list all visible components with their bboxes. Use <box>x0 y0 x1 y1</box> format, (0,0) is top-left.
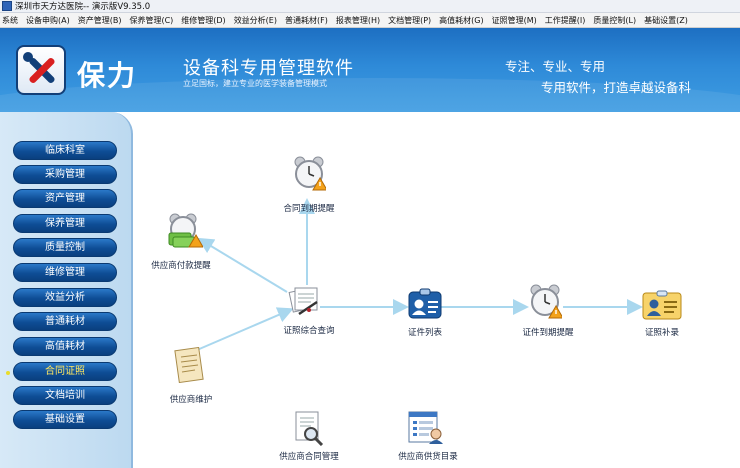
menu-document-management[interactable]: 文档管理(P) <box>388 15 432 25</box>
contract-expiry-label: 合同到期提醒 <box>283 204 335 214</box>
brand-name: 保力 <box>77 59 138 92</box>
notebook-icon <box>174 347 204 383</box>
menu-maintenance-management[interactable]: 保养管理(C) <box>129 15 174 25</box>
arrow-to-supplier-payment <box>197 237 288 293</box>
menu-quality-control[interactable]: 质量控制(L) <box>593 15 637 25</box>
window-titlebar: 深圳市天方达医院-- 演示版V9.35.0 <box>0 0 740 13</box>
menu-report-management[interactable]: 报表管理(H) <box>335 15 381 25</box>
logo <box>16 45 66 95</box>
sidebar-item-procurement[interactable]: 采购管理 <box>13 165 117 184</box>
license-list-label: 证件列表 <box>407 328 443 338</box>
menu-bar: 系统 设备申购(A) 资产管理(B) 保养管理(C) 维修管理(D) 效益分析(… <box>0 13 740 28</box>
sidebar-item-clinical-departments[interactable]: 临床科室 <box>13 141 117 160</box>
workflow-arrows <box>196 198 643 351</box>
app-icon <box>2 1 12 11</box>
supplier-payment-label: 供应商付款提醒 <box>151 261 211 271</box>
menu-license-management[interactable]: 证照管理(M) <box>491 15 537 25</box>
menu-work-reminders[interactable]: 工作提醒(I) <box>544 15 586 25</box>
menu-equipment-purchase[interactable]: 设备申购(A) <box>26 15 70 25</box>
sidebar-item-contracts-licenses[interactable]: 合同证照 <box>13 362 117 381</box>
license-supplement-label: 证照补录 <box>644 328 680 338</box>
license-query-label: 证照综合查询 <box>283 326 335 336</box>
sidebar-item-general-consumables[interactable]: 普通耗材 <box>13 312 117 331</box>
sidebar-nav: 临床科室 采购管理 资产管理 保养管理 质量控制 维修管理 效益分析 普通耗材 … <box>0 112 133 468</box>
header-banner: 保力 设备科专用管理软件 立足国标，建立专业的医学装备管理模式 专注、专业、专用… <box>0 28 740 112</box>
catalog-list-icon <box>408 411 443 444</box>
sidebar-item-basic-settings[interactable]: 基础设置 <box>13 410 117 429</box>
menu-high-value-consumables[interactable]: 高值耗材(G) <box>439 15 484 25</box>
sidebar-item-benefit-analysis[interactable]: 效益分析 <box>13 288 117 307</box>
menu-system[interactable]: 系统 <box>2 15 18 25</box>
documents-pen-icon <box>288 287 318 316</box>
alarm-clock-warning-icon <box>294 156 326 191</box>
slogan-line-2: 专用软件，打造卓越设备科 <box>541 80 692 95</box>
supplier-catalog-label: 供应商供货目录 <box>398 452 458 462</box>
money-alarm-icon <box>168 213 203 248</box>
sidebar-item-documents-training[interactable]: 文档培训 <box>13 386 117 405</box>
menu-basic-settings[interactable]: 基础设置(Z) <box>644 15 688 25</box>
supplier-contract-label: 供应商合同管理 <box>279 452 339 462</box>
menu-benefit-analysis[interactable]: 效益分析(E) <box>233 15 277 25</box>
sidebar-item-quality-control[interactable]: 质量控制 <box>13 238 117 257</box>
sidebar-item-repair[interactable]: 维修管理 <box>13 263 117 282</box>
menu-repair-management[interactable]: 维修管理(D) <box>181 15 226 25</box>
alarm-clock-warning-icon <box>530 284 562 319</box>
sidebar-item-asset-management[interactable]: 资产管理 <box>13 189 117 208</box>
banner-wave <box>0 78 740 112</box>
product-subtitle: 立足国标，建立专业的医学装备管理模式 <box>183 79 327 88</box>
document-search-icon <box>295 411 324 446</box>
active-indicator-dot <box>6 371 10 375</box>
id-card-icon <box>408 288 442 319</box>
menu-general-consumables[interactable]: 普通耗材(F) <box>284 15 328 25</box>
sidebar-item-high-value-consumables[interactable]: 高值耗材 <box>13 337 117 356</box>
license-expiry-label: 证件到期提醒 <box>522 328 574 338</box>
certificate-card-icon <box>642 290 682 320</box>
window-title: 深圳市天方达医院-- 演示版V9.35.0 <box>15 2 151 12</box>
supplier-maintain-label: 供应商维护 <box>169 395 213 405</box>
sidebar-item-maintenance[interactable]: 保养管理 <box>13 214 117 233</box>
product-name: 设备科专用管理软件 <box>183 58 354 79</box>
slogan-line-1: 专注、专业、专用 <box>505 59 606 74</box>
menu-asset-management[interactable]: 资产管理(B) <box>77 15 122 25</box>
logo-dot <box>23 52 33 62</box>
workflow-canvas: 合同到期提醒 供应商付款提醒 证照综合查询 <box>135 112 740 468</box>
arrow-supplier-to-query <box>196 307 294 351</box>
